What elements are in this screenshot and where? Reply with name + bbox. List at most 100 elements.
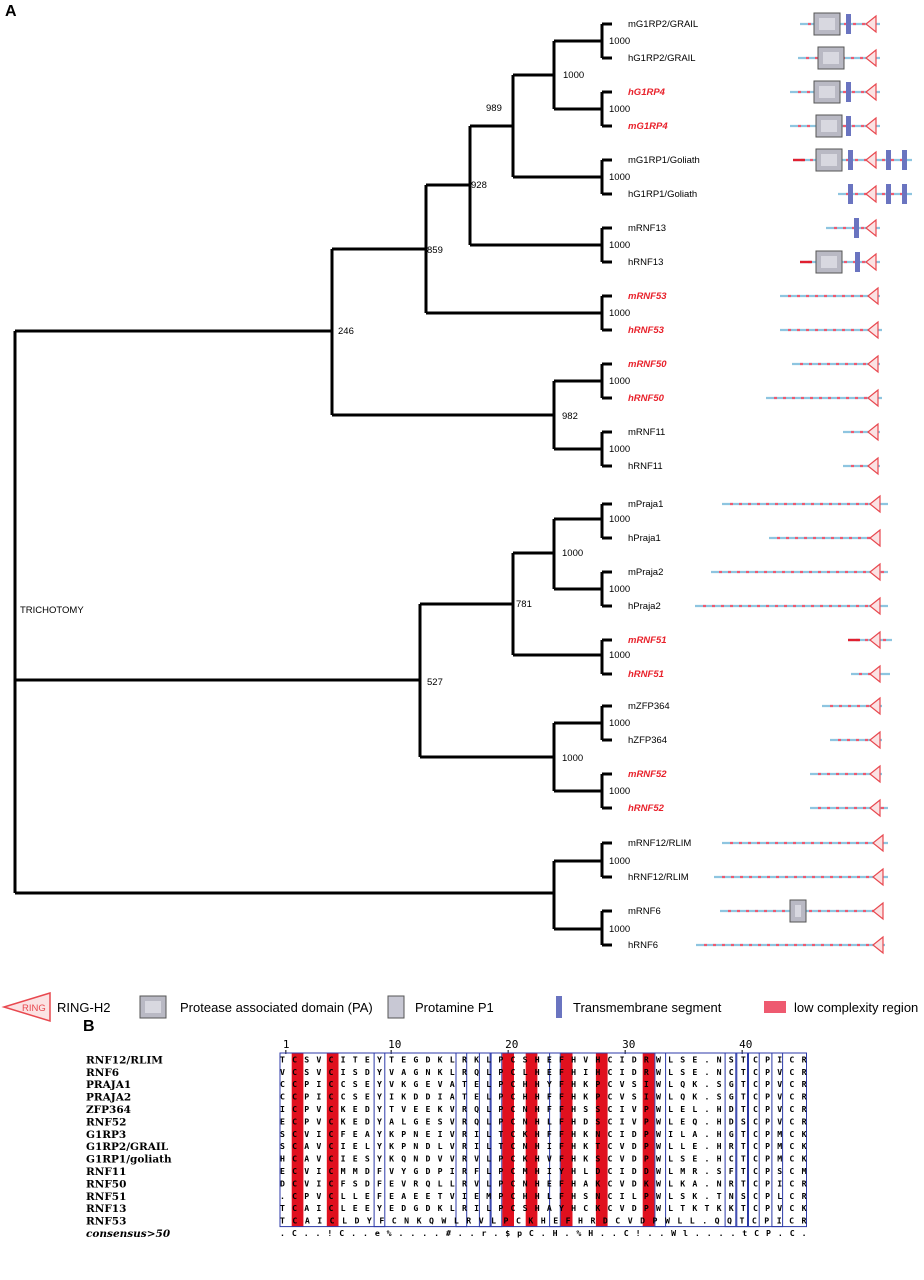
transmembrane-segment bbox=[848, 184, 853, 204]
sequence-name: RNF6 bbox=[86, 1067, 119, 1079]
leaf-label: mG1RP4 bbox=[628, 121, 668, 132]
sequence-name: RNF11 bbox=[86, 1166, 126, 1178]
protein-architecture bbox=[826, 218, 880, 238]
ring-h2-domain bbox=[872, 833, 884, 853]
pa-domain-inner bbox=[821, 154, 837, 166]
alignment-row: RNF6 VCSVCISDYVAGNKLRQLPCLHEFHIHCIDRWLSE.… bbox=[86, 1067, 807, 1079]
protein-architecture bbox=[810, 798, 888, 818]
leaf-label: hRNF11 bbox=[628, 461, 663, 472]
transmembrane-segment bbox=[848, 150, 853, 170]
pa-domain-inner bbox=[795, 905, 801, 917]
ring-h2-domain bbox=[865, 252, 877, 272]
alignment-frame bbox=[279, 1052, 807, 1228]
transmembrane-segment bbox=[886, 184, 891, 204]
sequence-residues: ECVICMMDFVYGDPIRFLPCMHIYHLDCIDDWLMR.SFTC… bbox=[280, 1166, 807, 1176]
leaf-label: hRNF53 bbox=[628, 325, 665, 336]
legend-tm: Transmembrane segment bbox=[556, 996, 722, 1018]
ring-h2-domain bbox=[865, 218, 877, 238]
protein-architecture bbox=[800, 12, 880, 36]
sequence-residues: HCAVCIESYKQNDVVRVLPCKHVFHKSCVDPWLSE.HCTC… bbox=[280, 1154, 807, 1164]
conserved-column-boxes bbox=[279, 1052, 807, 1228]
ring-h2-domain bbox=[865, 14, 877, 34]
leaf-label: hZFP364 bbox=[628, 735, 667, 746]
panel-b-label: B bbox=[83, 1018, 95, 1035]
leaf-label: mG1RP2/GRAIL bbox=[628, 19, 698, 30]
protein-architecture bbox=[851, 664, 890, 684]
ruler-label: 10 bbox=[388, 1038, 401, 1051]
bootstrap-value: 859 bbox=[427, 245, 443, 256]
pa-domain-inner bbox=[819, 18, 835, 30]
sequence-name: G1RP2/GRAIL bbox=[86, 1141, 169, 1153]
leaf-label: hG1RP4 bbox=[628, 87, 666, 98]
protein-architecture bbox=[722, 494, 888, 514]
tm-icon bbox=[556, 996, 562, 1018]
sequence-residues: SCAVCIELYKPNDLVRILTCNHIFHKTCVDPWLLE.HRTC… bbox=[280, 1141, 807, 1151]
consensus-sequence: .C..!C..e%....#..r.$pC.H.%H..C!..Wl....t… bbox=[280, 1228, 807, 1238]
bootstrap-value: 1000 bbox=[562, 548, 583, 559]
leaf-label: hRNF51 bbox=[628, 669, 664, 680]
ring-h2-domain bbox=[867, 456, 879, 476]
legend-protamine: Protamine P1 bbox=[387, 995, 494, 1019]
protein-architecture bbox=[695, 596, 888, 616]
leaf-label: mRNF53 bbox=[628, 291, 667, 302]
bootstrap-value: 1000 bbox=[609, 718, 630, 729]
bootstrap-value: 1000 bbox=[609, 856, 630, 867]
ring-h2-domain bbox=[869, 730, 881, 750]
ruler-label: 40 bbox=[739, 1038, 752, 1051]
ring-h2-domain bbox=[865, 184, 877, 204]
ring-h2-domain bbox=[872, 901, 884, 921]
identical-column bbox=[291, 1053, 304, 1227]
bootstrap-value: 1000 bbox=[609, 786, 630, 797]
protamine-icon bbox=[387, 995, 405, 1019]
legend-label: Transmembrane segment bbox=[573, 1000, 722, 1015]
bootstrap-value: 1000 bbox=[563, 70, 584, 81]
leaf-label: mRNF51 bbox=[628, 635, 667, 646]
bootstrap-value: 982 bbox=[562, 411, 578, 422]
protein-architecture bbox=[790, 114, 880, 138]
pa-domain-inner bbox=[821, 256, 837, 268]
protein-architecture bbox=[790, 80, 880, 104]
sequence-residues: VCSVCISDYVAGNKLRQLPCLHEFHIHCIDRWLSE.NCTC… bbox=[280, 1067, 807, 1077]
protein-architecture bbox=[793, 148, 912, 172]
bootstrap-value: 1000 bbox=[609, 308, 630, 319]
protein-architecture bbox=[780, 320, 882, 340]
ring-h2-domain bbox=[867, 320, 879, 340]
sequence-name: RNF52 bbox=[86, 1116, 126, 1128]
ring-h2-domain bbox=[867, 354, 879, 374]
leaf-label: hRNF6 bbox=[628, 940, 658, 951]
leaf-label: hRNF52 bbox=[628, 803, 665, 814]
ring-h2-domain bbox=[867, 286, 879, 306]
bootstrap-value: 246 bbox=[338, 326, 354, 337]
leaf-label: mPraja1 bbox=[628, 499, 663, 510]
protein-architecture bbox=[792, 354, 880, 374]
bootstrap-value: 1000 bbox=[609, 36, 630, 47]
lcr-icon bbox=[764, 1001, 786, 1013]
identical-column bbox=[525, 1053, 538, 1227]
leaf-label: hRNF13 bbox=[628, 257, 663, 268]
bootstrap-value: 1000 bbox=[609, 650, 630, 661]
bootstrap-value: 1000 bbox=[609, 924, 630, 935]
transmembrane-segment bbox=[854, 218, 859, 238]
protein-architecture bbox=[714, 867, 888, 887]
consensus-name: consensus>50 bbox=[86, 1228, 171, 1240]
bootstrap-value: 1000 bbox=[609, 514, 630, 525]
ring-h2-domain bbox=[869, 630, 881, 650]
leaf-label: mRNF52 bbox=[628, 769, 667, 780]
transmembrane-segment bbox=[846, 116, 851, 136]
leaf-label: hG1RP2/GRAIL bbox=[628, 53, 696, 64]
leaf-label: mRNF12/RLIM bbox=[628, 838, 691, 849]
protein-architecture bbox=[720, 899, 884, 923]
ring-h2-domain bbox=[869, 596, 881, 616]
